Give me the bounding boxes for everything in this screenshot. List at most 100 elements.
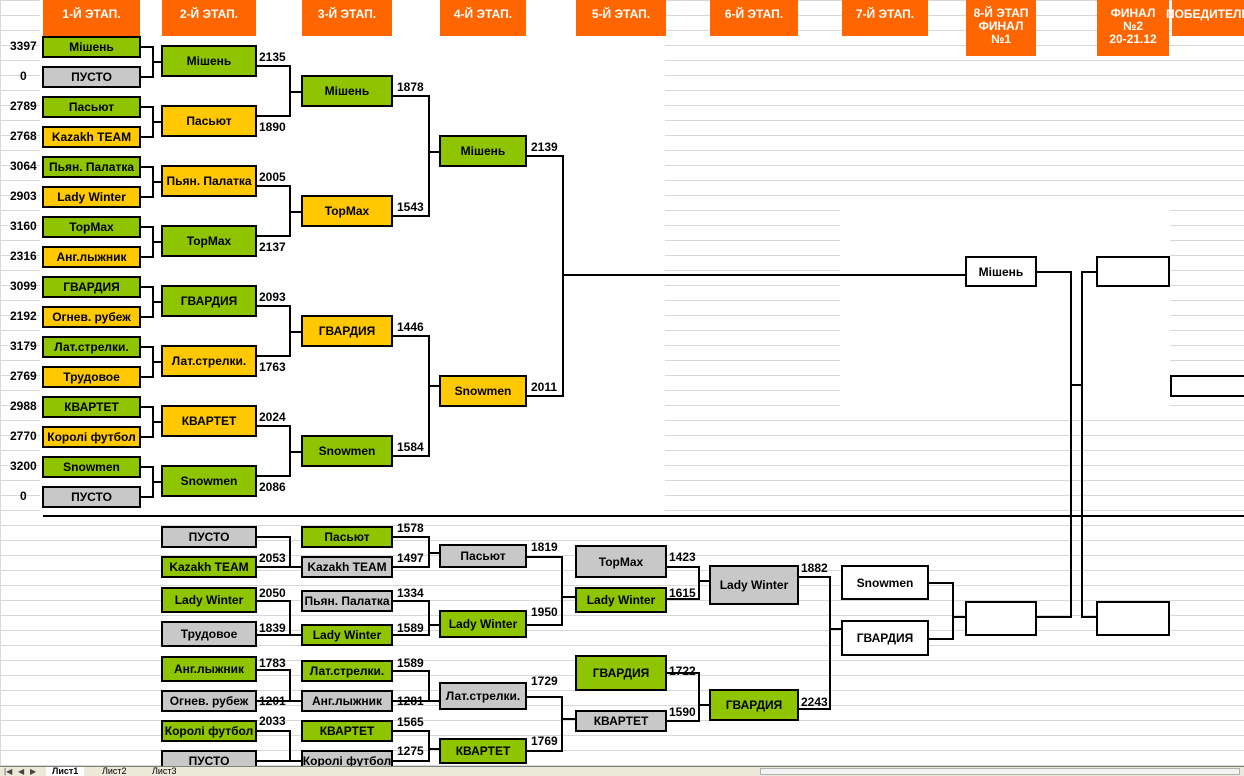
horizontal-scrollbar[interactable] bbox=[760, 768, 1240, 775]
team-cell[interactable]: Lady Winter bbox=[42, 186, 141, 208]
team-cell[interactable]: Анг.лыжник bbox=[301, 690, 393, 712]
team-cell[interactable]: Лат.стрелки. bbox=[439, 682, 527, 710]
team-cell[interactable]: Пасьют bbox=[42, 96, 141, 118]
team-cell[interactable]: Анг.лыжник bbox=[161, 656, 257, 682]
team-cell[interactable]: КВАРТЕТ bbox=[575, 710, 667, 732]
connector bbox=[527, 750, 562, 752]
score: 1615 bbox=[669, 586, 696, 600]
tab-nav-prev-icon[interactable]: ◀ bbox=[18, 767, 25, 776]
team-cell[interactable]: Пьян. Палатка bbox=[161, 165, 257, 197]
team-cell[interactable]: ПУСТО bbox=[161, 526, 257, 548]
team-cell[interactable]: Мішень bbox=[42, 36, 141, 58]
team-cell[interactable]: Королі футбол bbox=[161, 720, 257, 742]
team-cell[interactable]: Lady Winter bbox=[161, 587, 257, 613]
team-cell[interactable]: Королі футбол bbox=[42, 426, 141, 448]
connector bbox=[393, 600, 429, 602]
team-cell[interactable]: Пасьют bbox=[439, 544, 527, 568]
score: 0 bbox=[20, 69, 27, 83]
sheet-tab-2[interactable]: Лист2 bbox=[102, 766, 127, 776]
team-cell[interactable]: Трудовое bbox=[161, 621, 257, 647]
team-cell[interactable]: TopMax bbox=[42, 216, 141, 238]
final2-upper-cell[interactable] bbox=[1096, 256, 1170, 287]
score: 2903 bbox=[10, 189, 37, 203]
team-cell[interactable]: Snowmen bbox=[439, 375, 527, 407]
header-stage6: 6-Й ЭТАП. bbox=[710, 0, 798, 36]
team-cell[interactable]: TopMax bbox=[161, 225, 257, 257]
team-cell[interactable]: Snowmen bbox=[841, 565, 929, 600]
score: 1497 bbox=[397, 551, 424, 565]
team-cell[interactable]: TopMax bbox=[575, 545, 667, 578]
team-cell[interactable]: Lady Winter bbox=[575, 587, 667, 613]
team-cell[interactable]: Пасьют bbox=[301, 526, 393, 548]
team-cell[interactable]: TopMax bbox=[301, 195, 393, 227]
team-cell[interactable]: Королі футбол bbox=[301, 750, 393, 766]
connector bbox=[152, 181, 162, 183]
team-cell[interactable]: Лат.стрелки. bbox=[42, 336, 141, 358]
connector bbox=[952, 582, 954, 640]
header-final2: ФИНАЛ №2 20-21.12 bbox=[1097, 0, 1169, 56]
team-cell[interactable]: Пьян. Палатка bbox=[301, 590, 393, 612]
team-cell[interactable]: ГВАРДИЯ bbox=[301, 315, 393, 347]
score: 2988 bbox=[10, 399, 37, 413]
team-cell[interactable]: Lady Winter bbox=[439, 610, 527, 638]
team-cell[interactable]: Lady Winter bbox=[709, 565, 799, 605]
team-cell[interactable]: Snowmen bbox=[42, 456, 141, 478]
connector bbox=[929, 582, 953, 584]
team-cell[interactable]: КВАРТЕТ bbox=[161, 405, 257, 437]
connector bbox=[289, 700, 301, 702]
team-cell[interactable]: Лат.стрелки. bbox=[301, 660, 393, 682]
sheet-tab-3[interactable]: Лист3 bbox=[152, 766, 177, 776]
team-cell[interactable]: Lady Winter bbox=[301, 624, 393, 646]
team-cell[interactable]: Kazakh TEAM bbox=[301, 556, 393, 578]
connector bbox=[257, 355, 290, 357]
connector bbox=[561, 596, 575, 598]
team-cell[interactable]: ПУСТО bbox=[42, 486, 141, 508]
connector bbox=[527, 155, 563, 157]
tab-nav-next-icon[interactable]: ▶ bbox=[30, 767, 37, 776]
team-cell[interactable]: Kazakh TEAM bbox=[42, 126, 141, 148]
connector bbox=[393, 634, 429, 636]
team-cell[interactable]: КВАРТЕТ bbox=[42, 396, 141, 418]
team-cell[interactable]: Kazakh TEAM bbox=[161, 556, 257, 578]
team-cell[interactable]: Огнев. рубеж bbox=[42, 306, 141, 328]
team-cell[interactable]: Мішень bbox=[301, 75, 393, 107]
team-cell[interactable]: КВАРТЕТ bbox=[439, 738, 527, 764]
score: 1882 bbox=[801, 561, 828, 575]
team-cell[interactable]: Пасьют bbox=[161, 105, 257, 137]
team-cell[interactable]: ПУСТО bbox=[42, 66, 141, 88]
connector bbox=[829, 628, 841, 630]
team-cell[interactable]: Пьян. Палатка bbox=[42, 156, 141, 178]
team-cell[interactable]: ГВАРДИЯ bbox=[841, 620, 929, 656]
final1-upper-cell[interactable]: Мішень bbox=[965, 256, 1037, 287]
team-cell[interactable]: Трудовое bbox=[42, 366, 141, 388]
connector bbox=[152, 421, 162, 423]
team-cell[interactable]: ГВАРДИЯ bbox=[161, 285, 257, 317]
sheet-tab-1[interactable]: Лист1 bbox=[46, 767, 85, 776]
tab-nav-first-icon[interactable]: |◀ bbox=[4, 767, 13, 776]
final1-lower-cell[interactable] bbox=[965, 601, 1037, 636]
connector bbox=[141, 46, 153, 48]
team-cell[interactable]: Огнев. рубеж bbox=[161, 690, 257, 712]
connector bbox=[1070, 384, 1082, 386]
team-cell[interactable]: КВАРТЕТ bbox=[301, 720, 393, 742]
team-cell[interactable]: Мішень bbox=[439, 135, 527, 167]
team-cell[interactable]: ПУСТО bbox=[161, 750, 257, 766]
team-cell[interactable]: Анг.лыжник bbox=[42, 246, 141, 268]
winner-cell[interactable] bbox=[1170, 375, 1244, 397]
team-cell[interactable]: ГВАРДИЯ bbox=[42, 276, 141, 298]
team-cell[interactable]: ГВАРДИЯ bbox=[575, 655, 667, 691]
team-cell[interactable]: Мішень bbox=[161, 45, 257, 77]
connector bbox=[257, 566, 290, 568]
score: 1584 bbox=[397, 440, 424, 454]
team-cell[interactable]: Snowmen bbox=[161, 465, 257, 497]
connector bbox=[667, 720, 699, 722]
connector bbox=[698, 704, 710, 706]
team-cell[interactable]: Snowmen bbox=[301, 435, 393, 467]
connector bbox=[799, 576, 830, 578]
score: 2086 bbox=[259, 480, 286, 494]
team-cell[interactable]: Лат.стрелки. bbox=[161, 345, 257, 377]
team-cell[interactable]: ГВАРДИЯ bbox=[709, 689, 799, 721]
connector bbox=[257, 185, 290, 187]
final2-lower-cell[interactable] bbox=[1096, 601, 1170, 636]
